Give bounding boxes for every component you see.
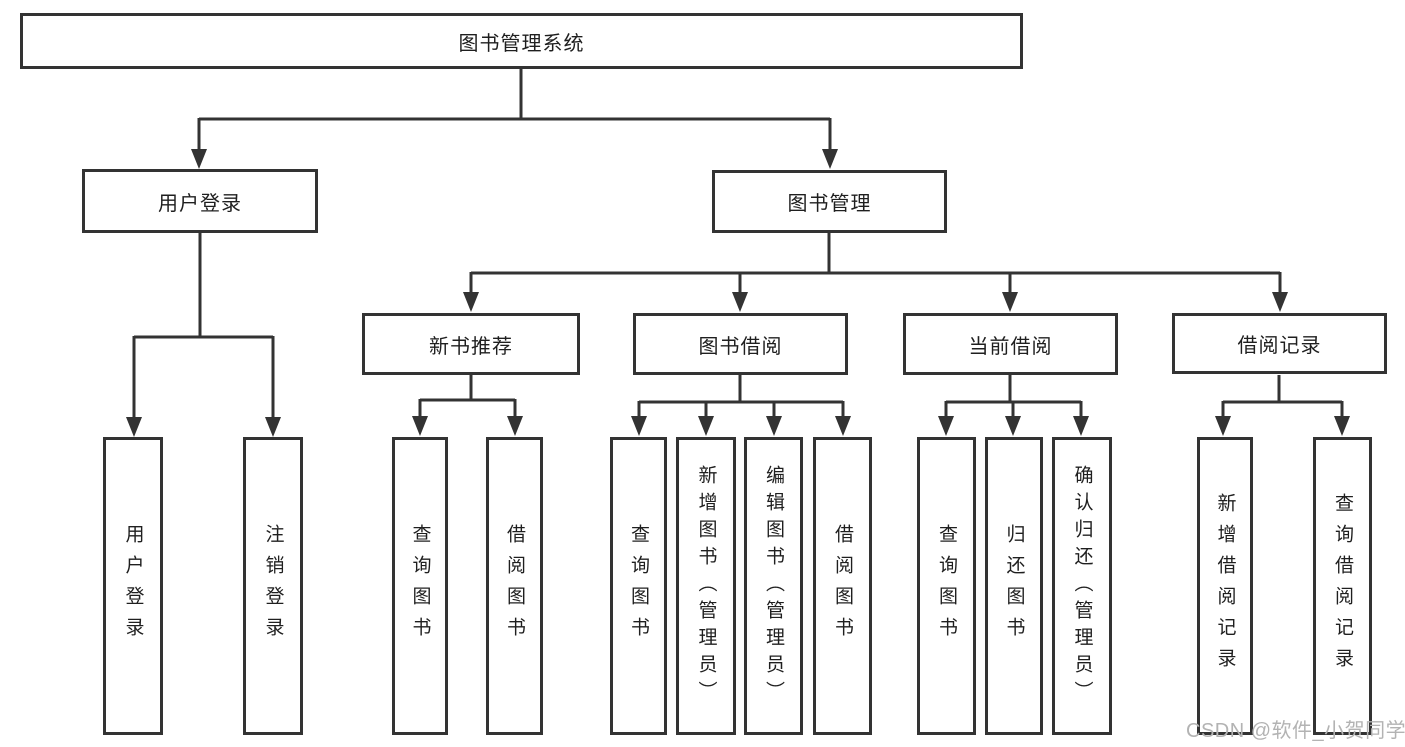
leaf-user-login: 用户登录 [103,437,163,735]
node-label: 查询图书 [628,524,649,648]
node-label: 查询图书 [409,524,431,648]
leaf-borrow-books: 借阅图书 [813,437,872,735]
node-library-system: 图书管理系统 [20,13,1023,69]
node-label: 用户登录 [158,192,242,215]
node-label: 查询图书 [936,524,957,648]
leaf-query-books: 查询图书 [610,437,667,735]
watermark: CSDN @软件_小贺同学 [1186,720,1405,742]
leaf-confirm-return-admin: 确认归还（管理员） [1052,437,1112,735]
node-label: 确认归还（管理员） [1071,464,1093,708]
node-label: 借阅记录 [1237,335,1322,357]
node-label: 图书借阅 [698,335,783,358]
node-label: 新增借阅记录 [1214,493,1236,679]
node-label: 当前借阅 [968,335,1053,358]
node-label: 图书管理系统 [458,32,585,55]
node-label: 归还图书 [1003,524,1025,648]
node-label: 新书推荐 [429,335,513,358]
node-borrowing-records: 借阅记录 [1172,313,1387,374]
node-label: 注销登录 [262,524,284,648]
node-label: 查询借阅记录 [1332,493,1353,679]
node-label: 用户登录 [122,524,144,648]
node-new-book-recommend: 新书推荐 [362,313,580,375]
node-label: 编辑图书（管理员） [763,464,784,708]
leaf-query-books: 查询图书 [917,437,976,735]
leaf-query-borrow-record: 查询借阅记录 [1313,437,1372,735]
node-book-management: 图书管理 [712,170,947,233]
node-current-borrowing: 当前借阅 [903,313,1118,375]
leaf-add-books-admin: 新增图书（管理员） [676,437,736,735]
node-label: 借阅图书 [832,524,853,648]
node-label: 新增图书（管理员） [695,464,717,708]
leaf-query-books: 查询图书 [392,437,448,735]
leaf-edit-books-admin: 编辑图书（管理员） [744,437,803,735]
leaf-borrow-books: 借阅图书 [486,437,543,735]
node-book-borrowing: 图书借阅 [633,313,848,375]
node-label: 借阅图书 [504,524,525,648]
leaf-logout: 注销登录 [243,437,303,735]
leaf-return-books: 归还图书 [985,437,1043,735]
node-label: 图书管理 [787,193,872,215]
node-user-login: 用户登录 [82,169,318,233]
leaf-add-borrow-record: 新增借阅记录 [1197,437,1253,735]
